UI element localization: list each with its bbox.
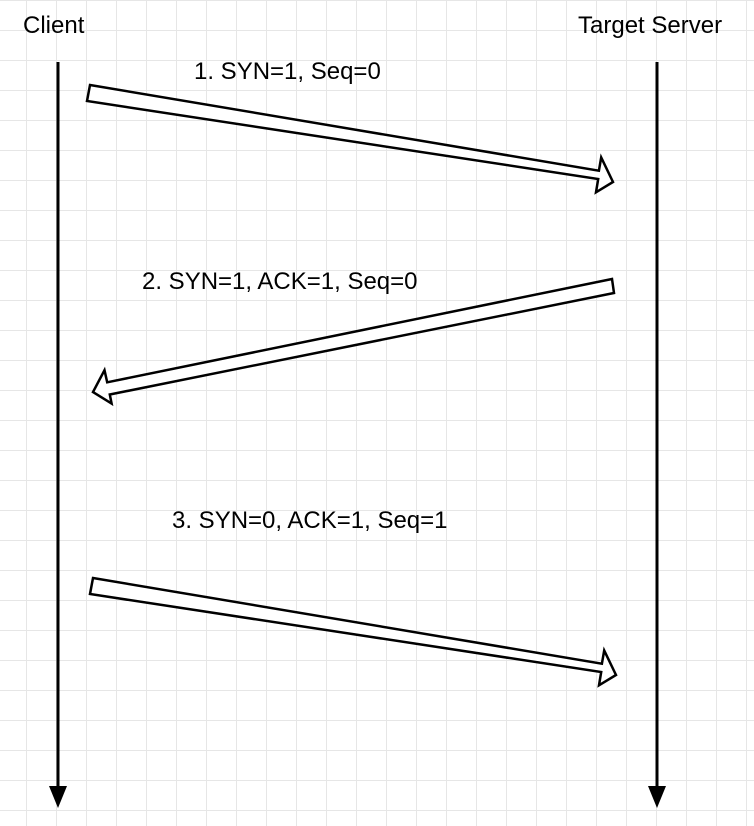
message-3-label: 3. SYN=0, ACK=1, Seq=1	[172, 507, 448, 534]
client-lifeline	[49, 62, 67, 808]
message-2-label: 2. SYN=1, ACK=1, Seq=0	[142, 268, 418, 295]
message-1-arrow	[85, 83, 615, 195]
client-label: Client	[23, 12, 85, 39]
server-label: Target Server	[578, 12, 723, 39]
message-2-arrow	[91, 277, 616, 407]
message-1-label: 1. SYN=1, Seq=0	[194, 58, 381, 85]
server-lifeline	[648, 62, 666, 808]
message-3-arrow	[88, 576, 618, 688]
